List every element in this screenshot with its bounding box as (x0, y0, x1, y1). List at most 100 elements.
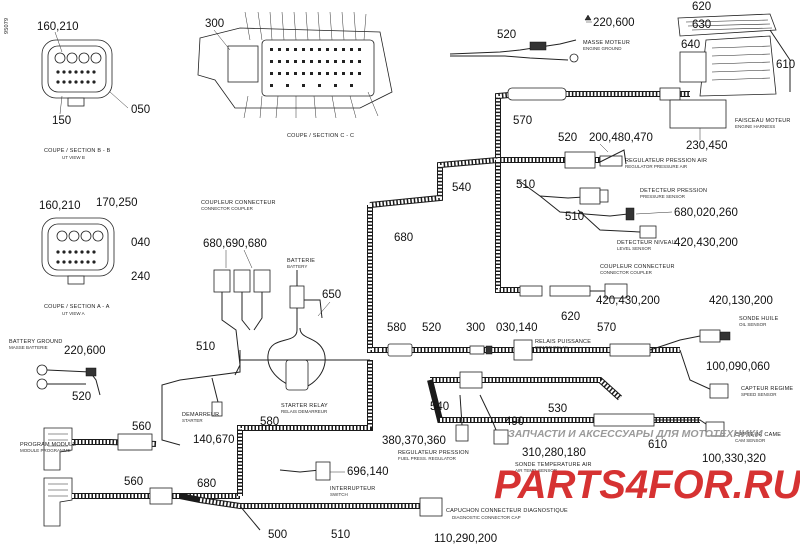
note-reg-sensor-en: PRESSURE SENSOR (640, 194, 686, 199)
note-battery-en: BATTERY (287, 264, 307, 269)
callout-380-370-360: 380,370,360 (382, 435, 446, 447)
note-fuel-press-en: FUEL PRESS. REGULATOR (398, 456, 457, 461)
callout-680-mid: 680 (394, 232, 413, 244)
callout-620-mid: 620 (561, 311, 580, 323)
section-cc-connector (197, 11, 393, 119)
callout-510-mid2: 510 (565, 211, 584, 223)
callout-610-tr: 610 (776, 59, 795, 71)
note-battery-ground: BATTERY GROUND (9, 339, 63, 345)
callout-560-a: 560 (132, 421, 151, 433)
callout-540-top: 540 (452, 182, 471, 194)
callout-640: 640 (681, 39, 700, 51)
callout-490: 490 (505, 416, 524, 428)
callout-170-250: 170,250 (96, 197, 138, 209)
callout-520-left: 520 (72, 391, 91, 403)
callout-560-b: 560 (124, 476, 143, 488)
note-starter-relay-fr: RELAIS DEMARREUR (281, 409, 328, 414)
callout-630: 630 (692, 19, 711, 31)
callout-520-top: 520 (497, 29, 516, 41)
callout-420-430-200-a: 420,430,200 (674, 237, 738, 249)
note-capteur-cam-en: CAM SENSOR (735, 438, 766, 443)
note-injector-en: SWITCH (330, 492, 348, 497)
starter-relay (267, 270, 326, 391)
section-bb-sub: UT VIEW B (62, 155, 85, 160)
callout-570-mid: 570 (597, 322, 616, 334)
callout-100-090-060: 100,090,060 (706, 361, 770, 373)
battery-relays (213, 269, 271, 376)
callout-160-210-top: 160,210 (37, 21, 79, 33)
callout-140-670: 140,670 (193, 434, 235, 446)
callout-510-mid: 510 (516, 179, 535, 191)
callout-420-430-200-b: 420,430,200 (596, 295, 660, 307)
section-aa-sub: UT VIEW A (62, 311, 85, 316)
callout-696-140: 696,140 (347, 466, 389, 478)
section-bb-connector (41, 39, 113, 107)
callout-300-mid: 300 (466, 322, 485, 334)
ecu-module (677, 13, 791, 97)
watermark-top-text: ЗАПЧАСТИ И АКСЕССУАРЫ ДЛЯ МОТОТЕХНИКИ (508, 428, 763, 440)
callout-570-top: 570 (513, 115, 532, 127)
section-aa-connector (41, 217, 115, 285)
note-fuel-level-en: LEVEL SENSOR (617, 246, 652, 251)
note-oil-sensor-en: OIL SENSOR (739, 322, 767, 327)
callout-220-600-left: 220,600 (64, 345, 106, 357)
note-program-module-fr: MODULE PROGRAMME (20, 448, 71, 453)
main-harness-upper (369, 87, 727, 299)
note-speed-sensor: CAPTEUR REGIME (741, 386, 793, 392)
note-battery: BATTERIE (287, 258, 315, 264)
note-comm-resist-en: CONNECTOR COUPLER (600, 270, 653, 275)
callout-310-280-180: 310,280,180 (522, 447, 586, 459)
note-capteur-cam: CAPTEUR CAME (735, 432, 781, 438)
callout-240: 240 (131, 271, 150, 283)
callout-510-left: 510 (196, 341, 215, 353)
section-aa-title: COUPE / SECTION A - A (44, 304, 110, 310)
note-diag: CAPUCHON CONNECTEUR DIAGNOSTIQUE (446, 508, 568, 514)
callout-030-140: 030,140 (496, 322, 538, 334)
callout-530: 530 (548, 403, 567, 415)
callout-610-low: 610 (648, 439, 667, 451)
callout-420-130-200: 420,130,200 (709, 295, 773, 307)
note-speed-sensor-en: SPEED SENSOR (741, 392, 777, 397)
note-fuel-press: REGULATEUR PRESSION (398, 450, 469, 456)
callout-520-mid: 520 (558, 132, 577, 144)
callout-650: 650 (322, 289, 341, 301)
note-injector: INTERRUPTEUR (330, 486, 375, 492)
note-starter-relay: STARTER RELAY (281, 403, 328, 409)
note-fuel-level: DETECTEUR NIVEAU (617, 240, 676, 246)
note-oil-sensor: SONDE HUILE (739, 316, 779, 322)
note-battery-harness-en: CONNECTOR COUPLER (201, 206, 254, 211)
note-diag-en: DIAGNOSTIC CONNECTOR CAP (452, 515, 521, 520)
callout-520-mid2: 520 (422, 322, 441, 334)
callout-680-low: 680 (197, 478, 216, 490)
callout-680-690-680: 680,690,680 (203, 238, 267, 250)
note-reg-pressure-en: REGULATOR PRESSURE AIR (625, 164, 688, 169)
watermark-brand: PARTS4FOR.RU (494, 463, 800, 507)
callout-220-600-top: 220,600 (593, 17, 635, 29)
note-reg-pressure: REGULATEUR PRESSION AIR (625, 158, 707, 164)
callout-050: 050 (131, 104, 150, 116)
callout-540-low: 540 (430, 401, 449, 413)
note-air-temp-en: AIR TEMP. SENSOR (515, 468, 558, 473)
engine-ground-lead (449, 14, 592, 63)
callout-580-low: 580 (260, 416, 279, 428)
section-cc-title: COUPE / SECTION C - C (287, 133, 354, 139)
note-starter-motor-en: STARTER (182, 418, 203, 423)
note-air-temp: SONDE TEMPERATURE AIR (515, 462, 592, 468)
note-power-relay: RELAIS PUISSANCE (535, 339, 591, 345)
note-starter-motor: DEMARREUR (182, 412, 219, 418)
note-engine-ground-en: ENGINE GROUND (583, 46, 622, 51)
main-harness-center (380, 329, 731, 445)
callout-110-290-200: 110,290,200 (434, 533, 497, 545)
callout-620: 620 (692, 1, 711, 13)
callout-500: 500 (268, 529, 287, 541)
callout-300-top: 300 (205, 18, 224, 30)
callout-230-450: 230,450 (686, 140, 728, 152)
note-comm-resist: COUPLEUR CONNECTEUR (600, 264, 675, 270)
callout-150: 150 (52, 115, 71, 127)
note-harness-engine-en: ENGINE HARNESS (735, 124, 775, 129)
note-reg-sensor: DETECTEUR PRESSION (640, 188, 707, 194)
main-harness-left (161, 205, 380, 446)
main-harness-bottom (179, 360, 443, 531)
note-power-relay-en: POWER RELAY (535, 345, 568, 350)
